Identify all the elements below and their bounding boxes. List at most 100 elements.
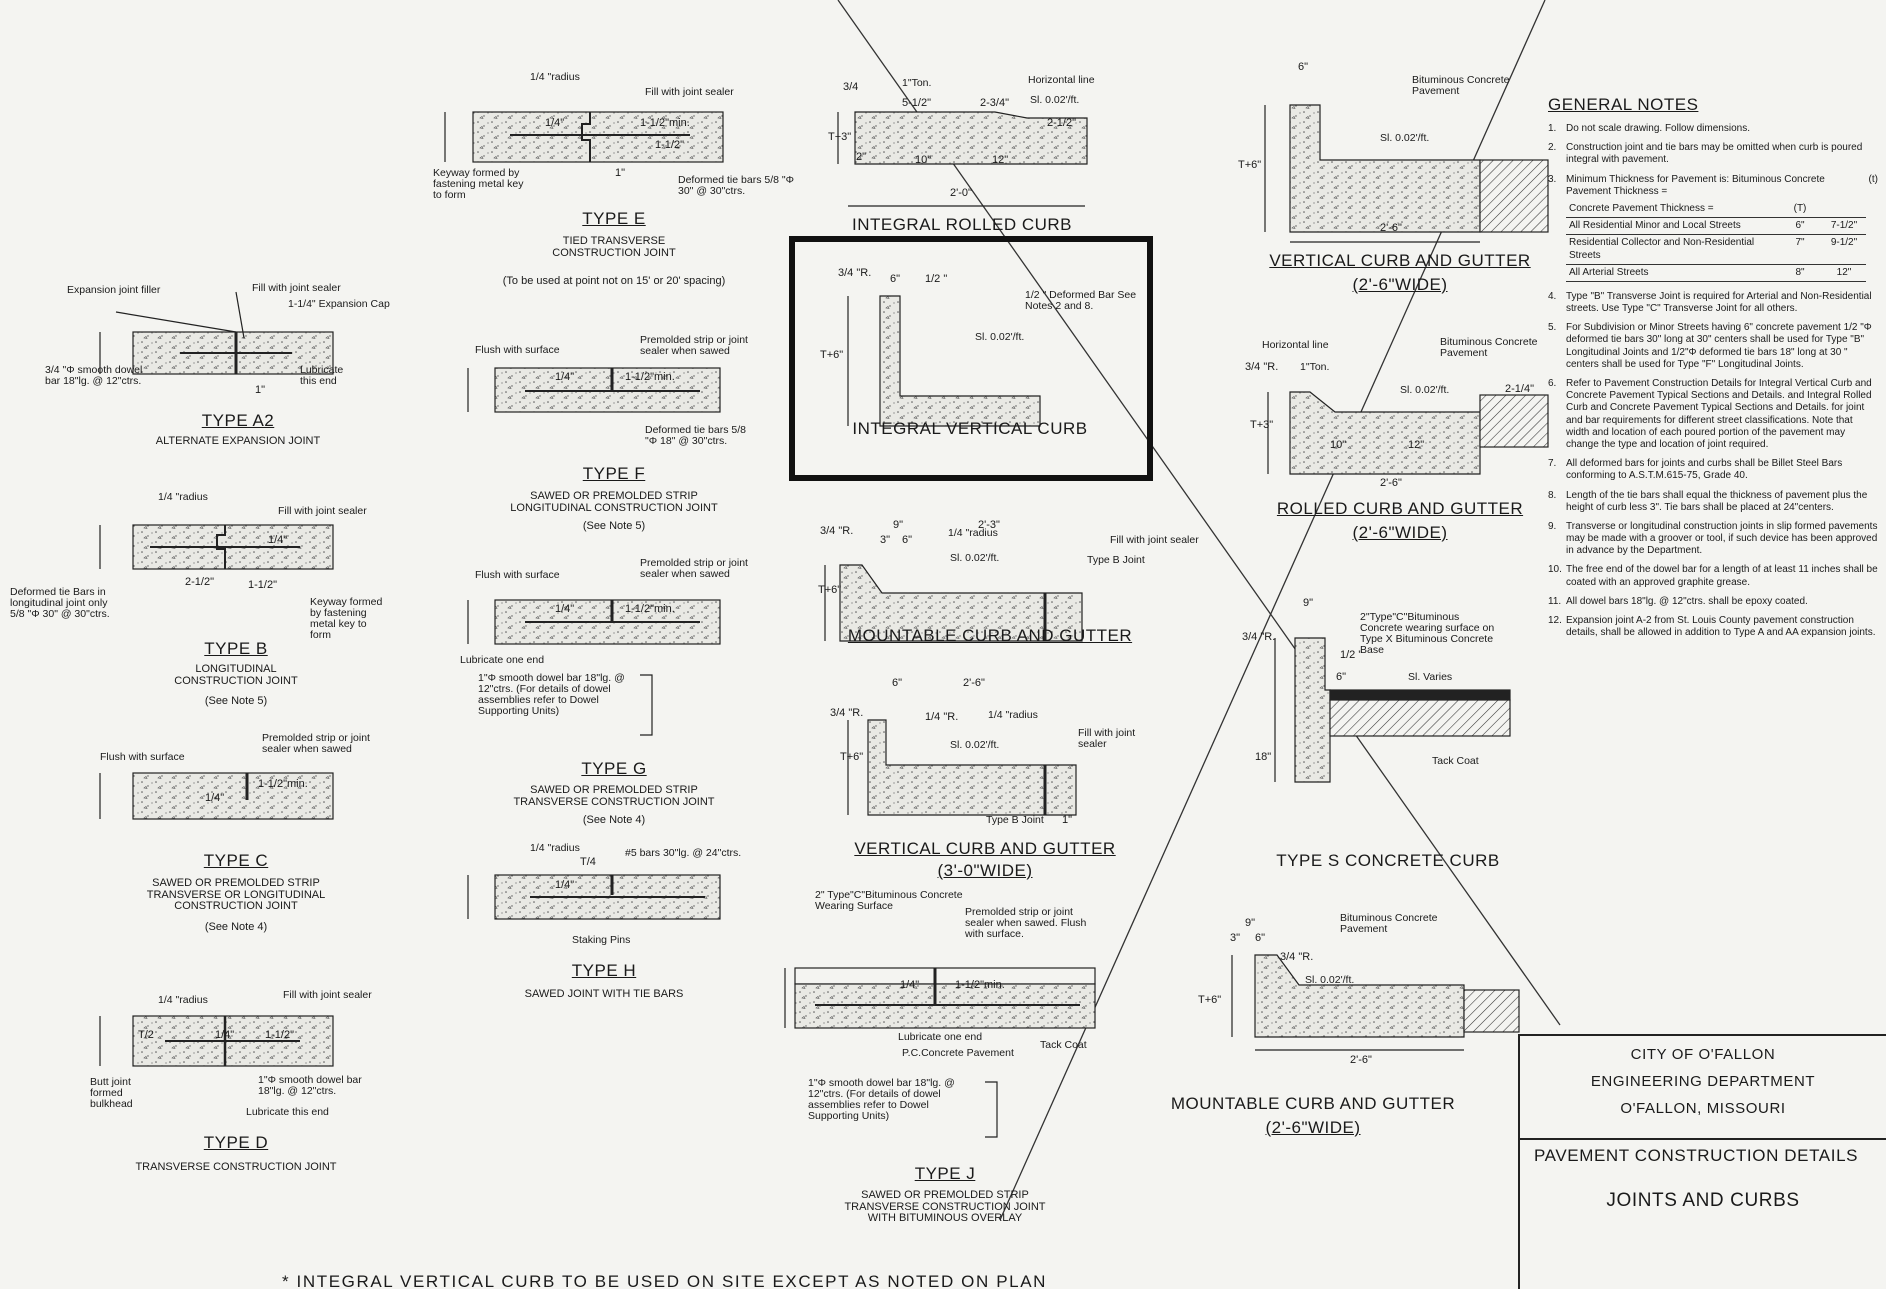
- title-block: CITY OF O'FALLON ENGINEERING DEPARTMENT …: [1518, 1034, 1886, 1289]
- d-dim-t2: T/2: [138, 1029, 154, 1041]
- g-callout-lubricate: Lubricate one end: [460, 654, 545, 666]
- thickness-row: Residential Collector and Non-Residentia…: [1566, 234, 1866, 265]
- c-title: TYPE C: [203, 851, 269, 870]
- rcg-callout-bit: Bituminous Concrete Pavement: [1440, 336, 1538, 360]
- rcg-dim-34r: 3/4 "R.: [1245, 361, 1279, 373]
- f-subtitle: SAWED OR PREMOLDED STRIP LONGITUDINAL CO…: [510, 490, 718, 514]
- b-dim-2half: 2-1/2": [185, 576, 214, 588]
- e-dim-quarter: 1/4": [545, 117, 565, 129]
- tsc-callout-wearing: 2"Type"C"Bituminous Concrete wearing sur…: [1360, 611, 1495, 657]
- f-callout-strip: Premolded strip or joint sealer when saw…: [640, 334, 748, 358]
- mcg2-dim-t6: T+6": [1198, 994, 1222, 1006]
- rcg-callout-horizontal: Horizontal line: [1262, 339, 1329, 351]
- tsc-dim-18: 18": [1255, 751, 1272, 763]
- j-callout-pcc: P.C.Concrete Pavement: [902, 1047, 1014, 1059]
- d-callout-sealer: Fill with joint sealer: [283, 989, 372, 1001]
- mountable-curb-gutter-section: [824, 564, 1083, 642]
- irc-dim-10: 10": [915, 154, 932, 166]
- thickness-row: All Arterial Streets 8" 12": [1566, 264, 1866, 282]
- rcg-callout-slope: Sl. 0.02'/ft.: [1400, 384, 1450, 396]
- tsc-callout-tack: Tack Coat: [1432, 755, 1479, 767]
- mcg-dim-t6: T+6": [818, 584, 842, 596]
- mcg2-dim-3: 3": [1230, 932, 1241, 944]
- c-callout-strip: Premolded strip or joint sealer when saw…: [262, 732, 370, 756]
- d-dim-1half: 1-1/2": [265, 1029, 294, 1041]
- c-subtitle: SAWED OR PREMOLDED STRIP TRANSVERSE OR L…: [146, 877, 326, 913]
- e-callout-keyway: Keyway formed by fastening metal key to …: [433, 167, 524, 202]
- h-subtitle: SAWED JOINT WITH TIE BARS: [524, 988, 684, 1000]
- mcg2-title: MOUNTABLE CURB AND GUTTER: [1170, 1094, 1456, 1113]
- e-subtitle: TIED TRANSVERSE CONSTRUCTION JOINT: [552, 235, 676, 259]
- title-block-divider: [1520, 1138, 1886, 1140]
- ivc-title: INTEGRAL VERTICAL CURB: [852, 419, 1088, 438]
- e-dim-1: 1": [615, 167, 626, 179]
- vcg3-callout-joint: Type B Joint: [986, 814, 1044, 826]
- j-dim-quarter: 1/4": [900, 979, 920, 991]
- j-callout-dowel: 1"Φ smooth dowel bar 18"lg. @ 12"ctrs. (…: [808, 1077, 955, 1123]
- j-callout-tack: Tack Coat: [1040, 1039, 1087, 1051]
- mcg-callout-radius: 1/4 "radius: [948, 527, 998, 539]
- mcg-dim-9: 9": [893, 519, 904, 531]
- tsc-dim-half: 1/2 ": [1340, 649, 1363, 661]
- vcg3-dim-1: 1": [1062, 814, 1073, 826]
- d-callout-radius: 1/4 "radius: [158, 994, 208, 1006]
- note-5: 5.For Subdivision or Minor Streets havin…: [1548, 322, 1872, 370]
- j-callout-lubricate: Lubricate one end: [898, 1031, 983, 1043]
- a2-subtitle: ALTERNATE EXPANSION JOINT: [155, 435, 321, 447]
- e-title: TYPE E: [582, 209, 646, 228]
- e-callout-radius: 1/4 "radius: [530, 71, 580, 83]
- rcg-dim-26: 2'-6": [1380, 477, 1402, 489]
- d-callout-lubricate: Lubricate this end: [246, 1106, 329, 1118]
- mcg2-dim-34r: 3/4 "R.: [1280, 951, 1314, 963]
- vcg2-callout-slope: Sl. 0.02'/ft.: [1380, 132, 1430, 144]
- thickness-table: Concrete Pavement Thickness = (T) All Re…: [1566, 200, 1866, 282]
- ivc-dim-t6: T+6": [820, 349, 844, 361]
- e-note: (To be used at point not on 15' or 20' s…: [502, 275, 726, 287]
- f-title: TYPE F: [582, 464, 646, 483]
- g-subtitle: SAWED OR PREMOLDED STRIP TRANSVERSE CONS…: [513, 784, 715, 808]
- note-8: 8.Length of the tie bars shall equal the…: [1548, 489, 1868, 513]
- f-note: (See Note 5): [582, 520, 646, 532]
- c-note: (See Note 4): [204, 921, 268, 933]
- tsc-callout-slope: Sl. Varies: [1408, 671, 1453, 683]
- rcg-dim-t3: T+3": [1250, 419, 1274, 431]
- type-b-section: [99, 524, 334, 570]
- g-callout-flush: Flush with surface: [475, 569, 560, 581]
- g-title: TYPE G: [581, 759, 647, 778]
- a2-callout-cap: 1-1/4" Expansion Cap: [288, 298, 390, 310]
- ivc-dim-6: 6": [890, 273, 901, 285]
- note-9: 9.Transverse or longitudinal constructio…: [1548, 520, 1878, 557]
- type-f-section: [467, 367, 721, 413]
- irc-dim-12: 12": [992, 154, 1009, 166]
- type-g-section: [467, 599, 721, 736]
- a2-callout-filler: Expansion joint filler: [67, 284, 161, 296]
- note-10: 10.The free end of the dowel bar for a l…: [1548, 564, 1878, 588]
- b-subtitle: LONGITUDINAL CONSTRUCTION JOINT: [174, 663, 298, 687]
- irc-title: INTEGRAL ROLLED CURB: [851, 215, 1073, 234]
- f-dim-quarter: 1/4": [555, 371, 575, 383]
- mcg-callout-sealer: Fill with joint sealer: [1110, 534, 1199, 546]
- e-dim-min: 1-1/2"min.: [640, 117, 690, 129]
- irc-dim-2-34: 2-3/4": [980, 97, 1009, 109]
- vcg2-title: VERTICAL CURB AND GUTTER: [1269, 251, 1531, 270]
- note-3: 3. Minimum Thickness for Pavement is: Bi…: [1548, 174, 1878, 284]
- b-callout-tiebars: Deformed tie Bars in longitudinal joint …: [10, 586, 110, 621]
- f-callout-tiebars: Deformed tie bars 5/8 "Φ 18" @ 30"ctrs.: [645, 424, 746, 448]
- f-callout-flush: Flush with surface: [475, 344, 560, 356]
- mcg-dim-6: 6": [902, 534, 913, 546]
- b-callout-radius: 1/4 "radius: [158, 491, 208, 503]
- j-callout-wearing: 2" Type"C"Bituminous Concrete Wearing Su…: [815, 889, 963, 913]
- irc-dim-2half: 2-1/2": [1047, 117, 1076, 129]
- d-title: TYPE D: [203, 1133, 269, 1152]
- h-dim-t4: T/4: [580, 856, 596, 868]
- j-callout-strip: Premolded strip or joint sealer when saw…: [965, 906, 1087, 941]
- title-block-location: O'FALLON, MISSOURI: [1620, 1100, 1786, 1117]
- h-title: TYPE H: [571, 961, 637, 980]
- rcg-dim-12: 12": [1408, 439, 1425, 451]
- irc-callout-tan: 1"Ton.: [902, 77, 932, 89]
- note-12: 12.Expansion joint A-2 from St. Louis Co…: [1548, 615, 1876, 639]
- ivc-callout-bar: 1/2 " Deformed Bar See Notes 2 and 8.: [1025, 289, 1137, 313]
- note-7: 7.All deformed bars for joints and curbs…: [1548, 458, 1843, 482]
- vcg2-dim-26: 2'-6": [1380, 222, 1402, 234]
- tsc-dim-34r: 3/4 "R.: [1242, 631, 1276, 643]
